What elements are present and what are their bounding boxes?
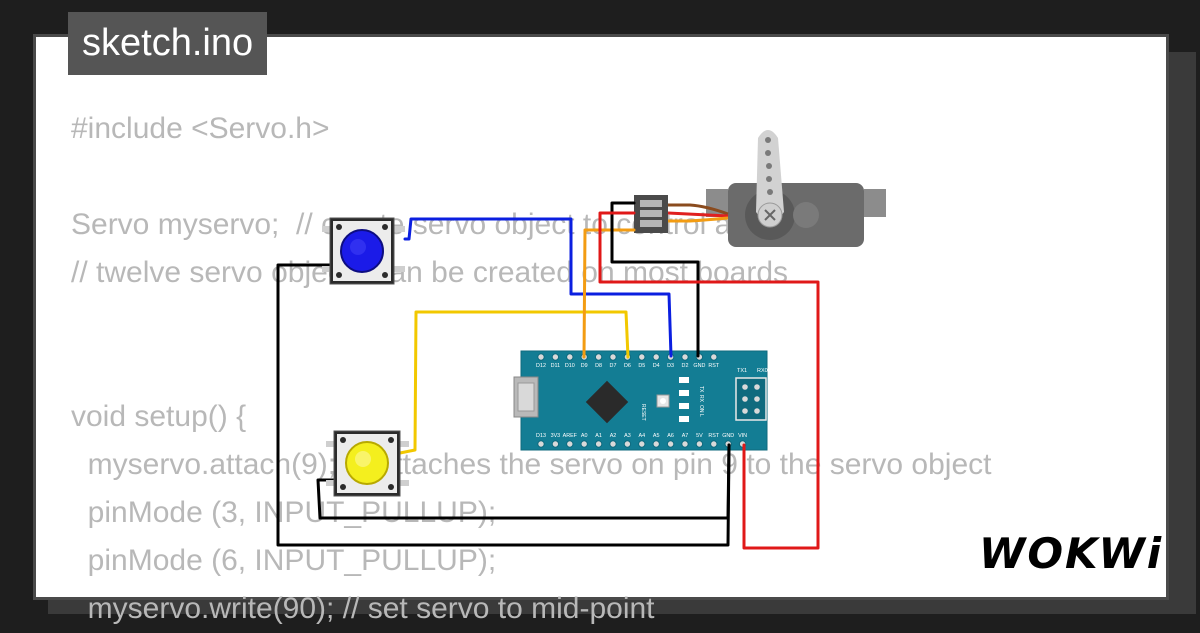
wires — [276, 201, 820, 550]
pin-label-d2: D2 — [682, 363, 689, 369]
on-label: ON — [698, 405, 704, 413]
wire-orange — [582, 228, 636, 359]
pin-label-d10: D10 — [565, 363, 575, 369]
yellow-pushbutton[interactable] — [326, 430, 409, 497]
pin-hole-a1[interactable] — [594, 440, 603, 448]
wire-blue — [403, 217, 673, 358]
code-line-9: pinMode (3, INPUT_PULLUP); — [71, 496, 497, 529]
pin-hole-5v[interactable] — [695, 440, 704, 448]
l-label: L — [698, 414, 704, 417]
pin-label-a4: A4 — [639, 433, 646, 439]
wire-yellow — [398, 310, 630, 455]
pin-label-a3: A3 — [624, 433, 631, 439]
pin-hole-rst[interactable] — [710, 353, 718, 361]
pin-hole-3v3[interactable] — [551, 440, 560, 448]
pin-hole-a5[interactable] — [652, 440, 660, 448]
wire-black-yellow-btn — [316, 443, 731, 520]
pin-label-d4: D4 — [653, 363, 660, 369]
pin-label-a5: A5 — [653, 433, 660, 439]
pin-label-vin: VIN — [738, 433, 747, 439]
blue-pushbutton[interactable] — [322, 217, 405, 285]
wire-red-servo — [598, 211, 820, 550]
pin-label-a7: A7 — [682, 433, 689, 439]
servo-motor[interactable] — [634, 130, 886, 247]
pin-label-aref: AREF — [563, 433, 578, 439]
pin-hole-a3[interactable] — [623, 440, 632, 448]
rx-label: RX — [698, 395, 704, 403]
icsp-header — [735, 377, 767, 421]
pin-label-5v: 5V — [696, 433, 703, 439]
pin-hole-d5[interactable] — [638, 353, 646, 361]
pin-hole-d2[interactable] — [681, 353, 689, 361]
tx-label: TX — [698, 386, 704, 393]
pin-label-d6: D6 — [624, 363, 631, 369]
pin-label-a1: A1 — [595, 433, 602, 439]
pin-label-d7: D7 — [610, 363, 617, 369]
pin-hole-d7[interactable] — [609, 353, 617, 361]
rx0-label: RX0 — [757, 368, 768, 374]
pin-label-3v3: 3V3 — [551, 433, 561, 439]
pin-label-a2: A2 — [610, 433, 617, 439]
code-line-8: myservo.attach(9); // attaches the servo… — [71, 448, 992, 481]
pin-label-d12: D12 — [536, 363, 546, 369]
reset-label: RESET — [640, 404, 646, 421]
servo-horn — [756, 130, 784, 222]
pin-label-rst: RST — [708, 433, 719, 439]
file-title-badge: sketch.ino — [68, 12, 268, 75]
pin-hole-d4[interactable] — [652, 353, 660, 361]
pin-label-gnd: GND — [693, 363, 705, 369]
pin-hole-d12[interactable] — [537, 353, 545, 361]
pin-label-d9: D9 — [581, 363, 588, 369]
pin-label-a0: A0 — [581, 433, 588, 439]
pin-label-gnd: GND — [722, 433, 734, 439]
pin-hole-aref[interactable] — [566, 440, 574, 448]
pin-label-rst: RST — [708, 363, 719, 369]
code-line-10: pinMode (6, INPUT_PULLUP); — [71, 544, 497, 577]
pin-hole-rst[interactable] — [710, 440, 718, 448]
pin-hole-a4[interactable] — [638, 440, 646, 448]
code-line-7: void setup() { — [71, 400, 247, 433]
pin-hole-a2[interactable] — [609, 440, 617, 448]
wokwi-logo-text: WOKWi — [979, 529, 1163, 578]
pin-label-d8: D8 — [595, 363, 602, 369]
wire-black-servo — [610, 201, 700, 358]
pin-label-d3: D3 — [667, 363, 674, 369]
pin-label-a6: A6 — [667, 433, 674, 439]
status-leds — [679, 377, 689, 422]
pin-hole-a0[interactable] — [580, 440, 588, 448]
pin-hole-d10[interactable] — [566, 353, 574, 361]
tx1-label: TX1 — [737, 368, 747, 374]
code-line-11: myservo.write(90); // set servo to mid-p… — [71, 592, 655, 625]
pin-hole-d8[interactable] — [594, 353, 603, 361]
pin-hole-a6[interactable] — [666, 440, 675, 448]
pin-hole-d13[interactable] — [537, 440, 545, 448]
pin-label-d5: D5 — [638, 363, 645, 369]
wokwi-logo: WOKWi — [979, 529, 1161, 578]
pin-hole-d11[interactable] — [551, 353, 560, 361]
pin-label-d11: D11 — [551, 363, 561, 369]
code-line-1: #include <Servo.h> — [71, 112, 330, 145]
pin-label-d13: D13 — [536, 433, 546, 439]
pin-hole-a7[interactable] — [681, 440, 689, 448]
